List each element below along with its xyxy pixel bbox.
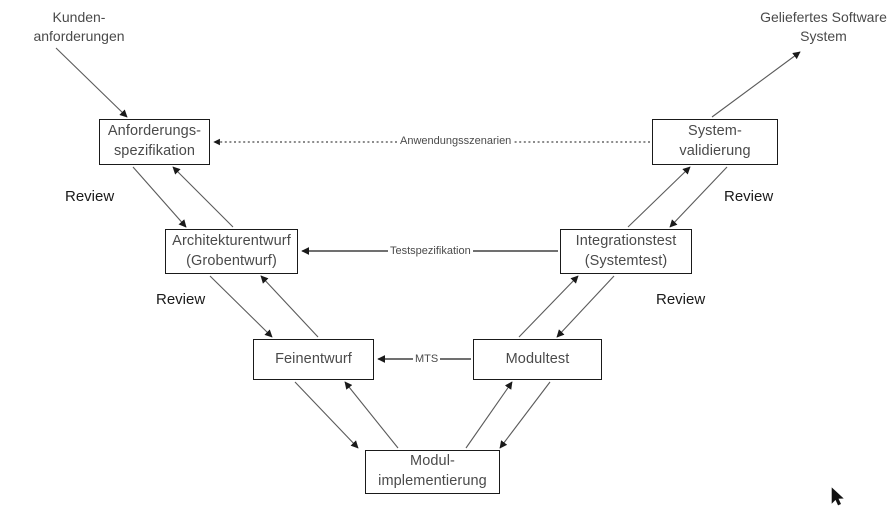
edge-anforderung-to-architektur-down [132, 166, 187, 228]
node-architekturentwurf[interactable]: Architekturentwurf (Grobentwurf) [165, 229, 298, 274]
edge-kundenanforderungen-to-anforderung [55, 47, 128, 118]
node-label: Anforderungs- spezifikation [107, 123, 202, 159]
label-mts: MTS [413, 353, 441, 365]
label-review-left-top: Review [65, 188, 115, 205]
edge-architektur-to-feinentwurf-down [209, 275, 273, 338]
edge-systemvalidierung-to-output [711, 51, 801, 118]
edge-feinentwurf-to-modulimpl-down [294, 381, 359, 449]
node-label: System- validierung [679, 123, 751, 159]
node-feinentwurf[interactable]: Feinentwurf [253, 339, 374, 380]
node-label: Feinentwurf [275, 350, 352, 367]
edge-integrationstest-to-systemvalidierung [627, 166, 691, 228]
label-review-right-top: Review [724, 188, 774, 205]
label-testspezifikation: Testspezifikation [388, 245, 473, 257]
node-systemvalidierung[interactable]: System- validierung [652, 119, 778, 165]
edge-modultest-to-integrationstest [518, 275, 579, 338]
node-modultest[interactable]: Modultest [473, 339, 602, 380]
edge-feinentwurf-to-architektur-review [260, 275, 319, 338]
label-anwendungsszenarien: Anwendungsszenarien [398, 135, 514, 147]
node-label: Modul- implementierung [378, 453, 487, 489]
edge-modultest-to-modulimpl-review [499, 381, 551, 449]
edge-systemvalidierung-to-integrationstest-review [669, 166, 728, 228]
node-label: Integrationstest (Systemtest) [575, 232, 677, 269]
edge-architektur-to-anforderung-review [172, 166, 234, 228]
edge-modulimpl-to-feinentwurf-review [344, 381, 399, 449]
node-integrationstest[interactable]: Integrationstest (Systemtest) [560, 229, 692, 274]
label-review-left-bottom: Review [156, 291, 206, 308]
edge-integrationstest-to-modultest-review [556, 275, 615, 338]
node-label: Architekturentwurf (Grobentwurf) [172, 232, 291, 269]
node-anforderungsspezifikation[interactable]: Anforderungs- spezifikation [99, 119, 210, 165]
label-review-right-bottom: Review [656, 291, 706, 308]
mouse-pointer-icon [831, 487, 844, 506]
node-modulimplementierung[interactable]: Modul- implementierung [365, 450, 500, 494]
edge-modulimpl-to-modultest [465, 381, 513, 449]
text-geliefertes-software-system: Geliefertes Software System [760, 9, 887, 44]
text-kundenanforderungen: Kunden- anforderungen [33, 9, 125, 44]
node-label: Modultest [505, 350, 570, 367]
